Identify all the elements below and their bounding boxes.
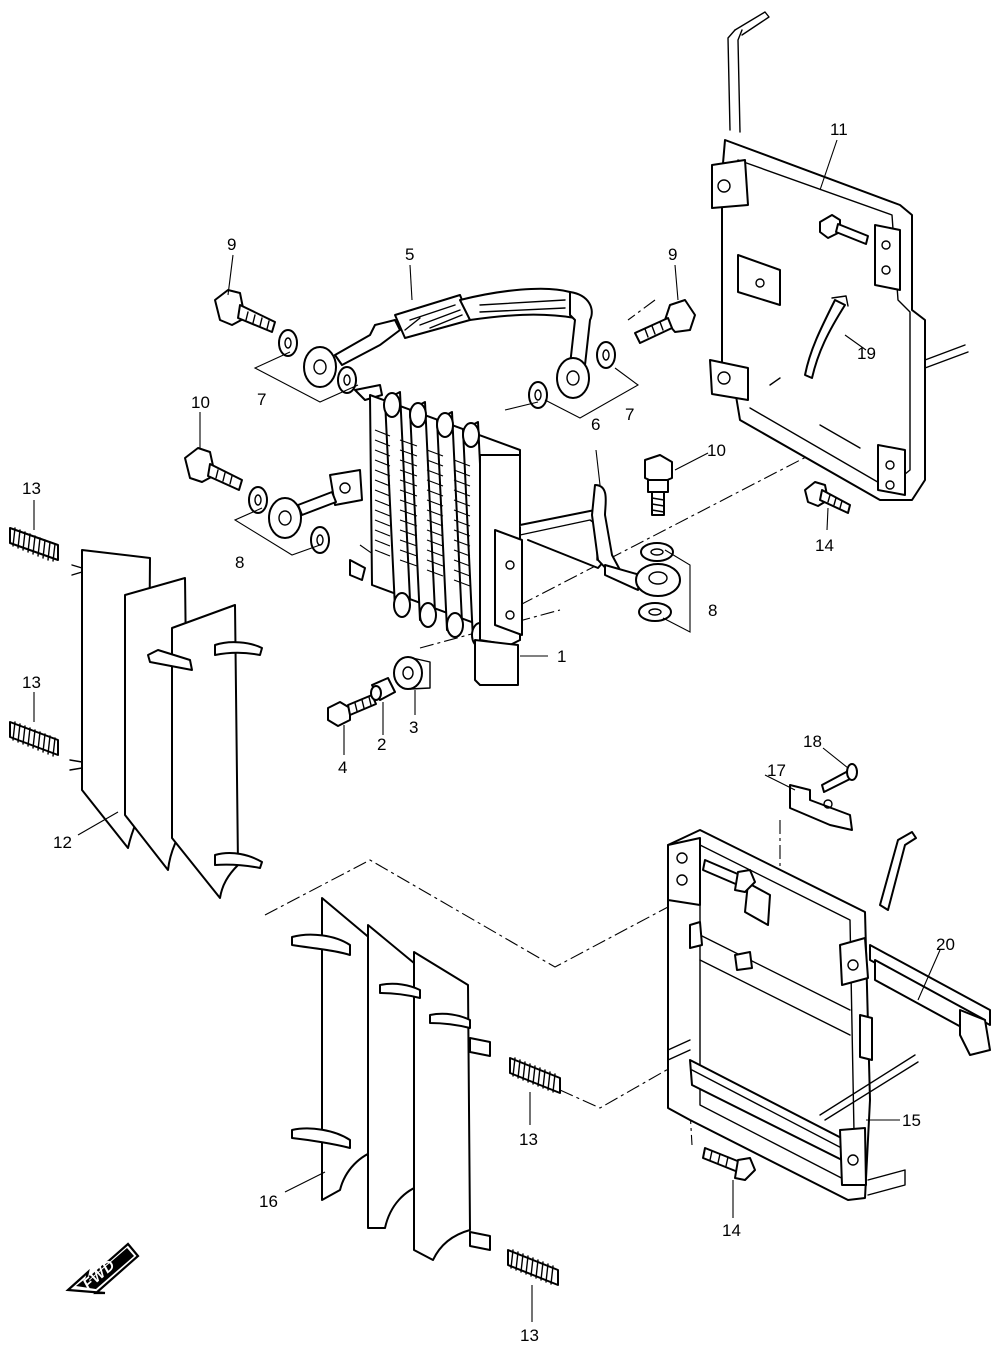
- callout-13-center: 13: [519, 1130, 538, 1149]
- callout-7-left: 7: [257, 390, 266, 409]
- callout-9-left: 9: [227, 235, 236, 254]
- callout-16: 16: [259, 1192, 278, 1211]
- support-stay: [869, 944, 991, 1056]
- upper-radiator-bracket: [709, 11, 969, 501]
- callout-14-upper: 14: [815, 536, 834, 555]
- mount-bolt-4: [327, 694, 377, 727]
- banjo-bolt-10-right: [644, 454, 673, 516]
- callout-17: 17: [767, 761, 786, 780]
- callout-8-left: 8: [235, 553, 244, 572]
- callout-7-right: 7: [625, 405, 634, 424]
- callout-8-right: 8: [708, 601, 717, 620]
- callout-13-mid-left: 13: [22, 673, 41, 692]
- callout-10-left: 10: [191, 393, 210, 412]
- bolt-frame: [702, 859, 756, 893]
- screw-18: [821, 763, 858, 793]
- callout-6: 6: [591, 415, 600, 434]
- spring-13-bottom: [507, 1249, 559, 1286]
- callout-3: 3: [409, 718, 418, 737]
- callout-19: 19: [857, 344, 876, 363]
- callout-14-lower: 14: [722, 1221, 741, 1240]
- forward-direction-indicator: FWD: [65, 1242, 140, 1295]
- callout-5: 5: [405, 245, 414, 264]
- bolt-14-lower: [702, 1147, 756, 1181]
- collar-2: [370, 677, 396, 701]
- grommet-3: [393, 656, 431, 690]
- callout-labels: 1 2 3 4 5 6 7 7 8 8 9 9 10 10 11 12 13 1…: [22, 120, 955, 1345]
- callout-12: 12: [53, 833, 72, 852]
- lower-radiator-bracket: [667, 829, 919, 1201]
- callout-18: 18: [803, 732, 822, 751]
- callout-13-upper-left: 13: [22, 479, 41, 498]
- spring-13-mid-left: [9, 721, 59, 757]
- hose-clamp-band: [804, 295, 849, 379]
- spring-13-upper-left: [9, 527, 59, 562]
- banjo-bolt-10-left: [184, 447, 243, 491]
- callout-4: 4: [338, 758, 347, 777]
- callout-9-right: 9: [668, 245, 677, 264]
- callout-15: 15: [902, 1111, 921, 1130]
- banjo-bolt-9-right: [634, 299, 696, 344]
- bolt-bracket-upper: [819, 214, 869, 245]
- oil-hose: [303, 287, 593, 399]
- callout-11: 11: [830, 120, 848, 139]
- banjo-fitting-8-left: [248, 486, 337, 554]
- callout-13-bottom: 13: [520, 1326, 539, 1345]
- callout-1: 1: [557, 647, 566, 666]
- bolt-14-upper: [804, 481, 851, 514]
- banjo-fitting-8-right: [604, 542, 681, 622]
- sealing-washers-7: [278, 329, 616, 409]
- spring-13-center: [509, 1057, 561, 1094]
- radiator-louver-12: [69, 549, 263, 899]
- radiator-louver-16: [291, 897, 491, 1261]
- clip-17: [789, 784, 853, 831]
- leader-lines: [33, 139, 941, 1322]
- callout-2: 2: [377, 735, 386, 754]
- banjo-bolt-9-left: [214, 289, 276, 333]
- callout-20: 20: [936, 935, 955, 954]
- callout-10-right: 10: [707, 441, 726, 460]
- oil-cooler: [329, 384, 606, 686]
